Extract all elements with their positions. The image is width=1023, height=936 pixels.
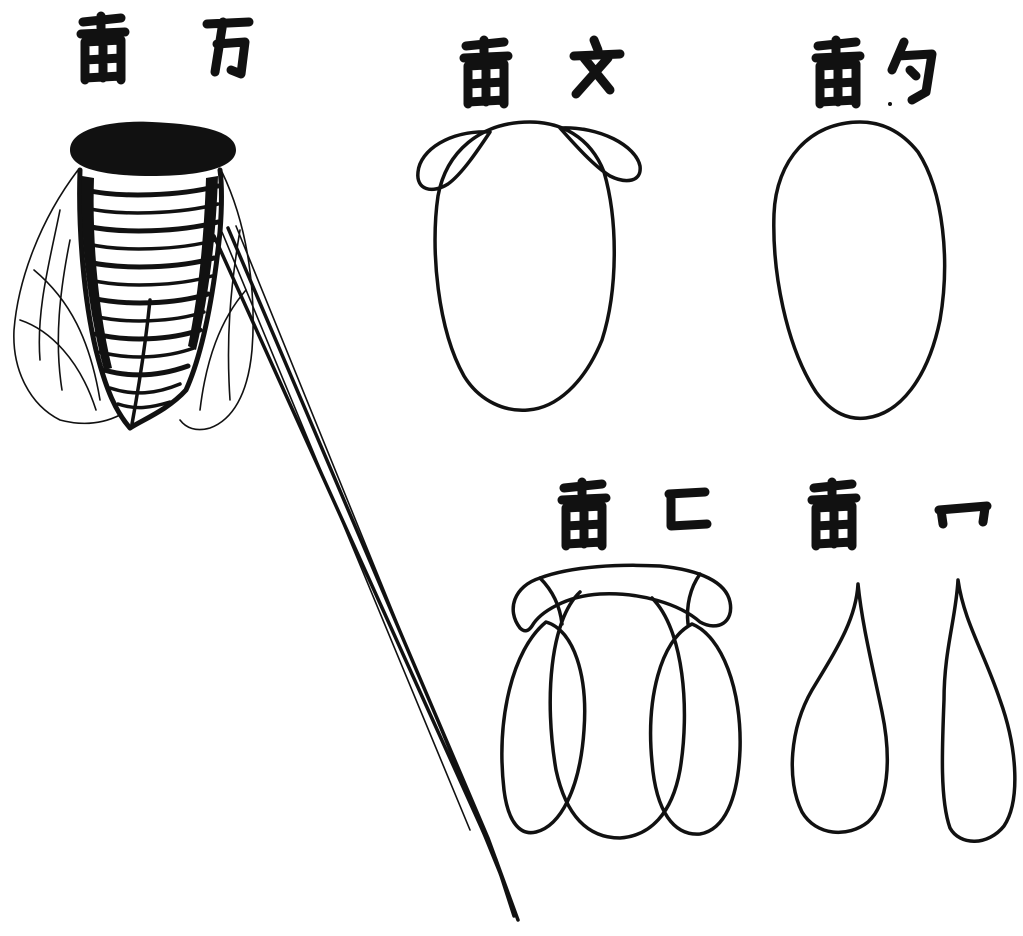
spindle-cap [70,122,236,176]
plain-ellipse-figure [774,122,945,418]
strand-line [236,226,510,900]
label-full-spindle [81,16,249,80]
lobe-right-outer [651,624,740,834]
label-char-right [574,40,620,94]
teardrop-pair-figure [792,580,1015,841]
strand-line [222,232,470,830]
label-char-right [939,506,987,524]
label-char-left [812,482,856,546]
label-char-right [669,492,707,526]
plain-ellipse [774,122,945,418]
label-char-left [562,482,606,546]
label-char-left [816,40,860,104]
bud-wing-right [560,128,640,181]
label-char-right [207,22,249,74]
label-winged-bud [464,40,620,104]
lobe-center [550,592,684,838]
label-overlapping-lobes [562,482,707,546]
label-char-left [464,40,508,104]
spindle-figure [14,122,518,920]
speck [888,102,892,106]
overlapping-lobes-figure [502,565,740,838]
label-plain-ellipse [816,40,932,104]
bud-ellipse [435,122,614,410]
label-teardrop-pair [812,482,987,546]
label-char-left [81,16,125,80]
label-char-right [892,42,932,100]
teardrop-right [942,580,1014,841]
teardrop-left [792,584,887,832]
winged-bud-figure [418,122,640,410]
lobe-left-outer [502,622,585,833]
